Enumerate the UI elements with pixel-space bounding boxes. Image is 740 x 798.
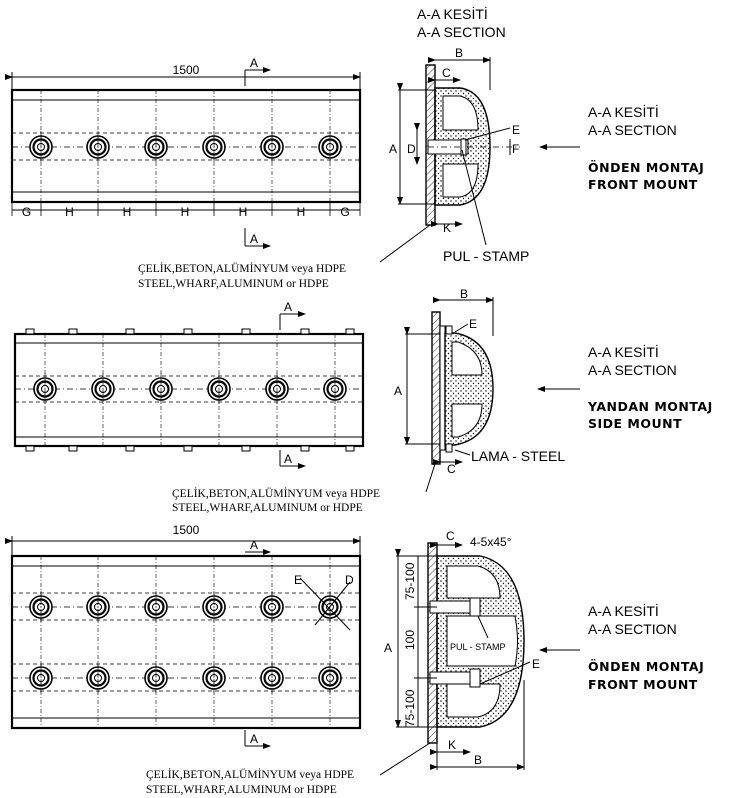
- top-sec-dim-e: E: [512, 123, 520, 137]
- top-mount-en: FRONT MOUNT: [588, 177, 698, 192]
- spacing-dim-label: H: [297, 205, 306, 219]
- top-sec-dim-f: F: [512, 142, 519, 156]
- steel-tab: [345, 445, 355, 452]
- middle-section-mark-upper: A: [284, 300, 292, 314]
- middle-section-view: B E A C LAMA - STEEL ÇELİK,BETON,ALÜMİNY…: [172, 287, 713, 514]
- bottom-plan-view: 1500 A A E D: [5, 523, 362, 749]
- bottom-sec-dim-c: C: [446, 529, 455, 543]
- middle-material-en: STEEL,WHARF,ALUMINUM or HDPE: [172, 502, 363, 514]
- middle-plan-view: A A: [13, 300, 365, 469]
- top-material-tr: ÇELİK,BETON,ALÜMİNYUM veya HDPE: [138, 261, 346, 275]
- spacing-dim-label: G: [22, 205, 31, 219]
- bottom-section-mark-lower: A: [250, 732, 258, 746]
- bottom-section-wall: [427, 542, 438, 744]
- steel-tab: [68, 445, 78, 452]
- top-plan-view: 1500 A A G H H H H H G: [5, 56, 362, 249]
- bottom-material-tr: ÇELİK,BETON,ALÜMİNYUM veya HDPE: [146, 767, 354, 781]
- top-material-en: STEEL,WHARF,ALUMINUM or HDPE: [138, 278, 329, 290]
- middle-sec-dim-b: B: [460, 287, 468, 301]
- top-arrow-title-en: A-A SECTION: [588, 122, 677, 138]
- steel-tab: [68, 328, 78, 335]
- top-arrow-title-tr: A-A KESİTİ: [588, 103, 659, 120]
- steel-tab: [241, 328, 251, 335]
- bottom-arrow-title-en: A-A SECTION: [588, 621, 677, 637]
- bottom-section-mark-upper: A: [250, 538, 258, 552]
- bottom-length-dim: 1500: [173, 523, 200, 537]
- top-stamp-label: PUL - STAMP: [443, 248, 529, 264]
- middle-arrow-title-en: A-A SECTION: [588, 362, 677, 378]
- top-section-mark-lower: A: [250, 232, 258, 246]
- steel-tab: [25, 445, 35, 452]
- spacing-dim-label: H: [123, 205, 132, 219]
- steel-tab: [183, 445, 193, 452]
- bottom-sec-dim-upper: 75-100: [403, 562, 417, 600]
- steel-tab: [345, 328, 355, 335]
- top-section-mark-upper: A: [250, 56, 258, 70]
- steel-tab: [241, 445, 251, 452]
- top-bolt-row: [29, 90, 342, 202]
- middle-section-mark-lower: A: [284, 452, 292, 466]
- middle-section-wall: [431, 311, 441, 465]
- bottom-hole-dim-e: E: [294, 573, 302, 587]
- top-sec-dim-c: C: [442, 66, 451, 80]
- middle-arrow-title-tr: A-A KESİTİ: [588, 343, 659, 360]
- steel-tab: [25, 328, 35, 335]
- middle-sec-dim-c: C: [447, 462, 456, 476]
- bottom-sec-dim-b: B: [474, 753, 482, 767]
- bottom-stamp-label: PUL - STAMP: [450, 642, 506, 652]
- middle-steel-tabs: [25, 328, 355, 452]
- middle-fender-outline: [13, 332, 365, 448]
- bottom-sec-dim-middle: 100: [403, 630, 417, 650]
- spacing-dim-label: G: [340, 205, 349, 219]
- bottom-sec-chamfer: 4-5x45°: [470, 535, 512, 549]
- bottom-fender-outline: [10, 554, 362, 730]
- bottom-sec-dim-k: K: [448, 738, 456, 752]
- top-fender-outline: [10, 88, 362, 204]
- bottom-section-view: C 4-5x45° B K A 75-100 100 75-100 PUL - …: [146, 529, 704, 796]
- middle-material-tr: ÇELİK,BETON,ALÜMİNYUM veya HDPE: [172, 486, 380, 500]
- middle-steel-label: LAMA - STEEL: [471, 448, 565, 464]
- middle-sec-dim-e: E: [469, 317, 477, 331]
- middle-bolt-row: [33, 334, 347, 446]
- bottom-bolt-rows: [29, 556, 342, 728]
- top-sec-dim-b: B: [455, 46, 463, 60]
- bottom-mount-en: FRONT MOUNT: [588, 677, 698, 692]
- spacing-dim-label: H: [239, 205, 248, 219]
- steel-tab: [125, 445, 135, 452]
- spacing-dim-label: H: [65, 205, 74, 219]
- middle-mount-tr: YANDAN MONTAJ: [587, 399, 713, 414]
- bottom-hole-dim-d: D: [345, 573, 354, 587]
- steel-tab: [300, 445, 310, 452]
- steel-tab: [183, 328, 193, 335]
- top-sec-dim-a: A: [389, 142, 397, 156]
- bolt-hole: [86, 591, 110, 623]
- bottom-material-en: STEEL,WHARF,ALUMINUM or HDPE: [146, 784, 337, 796]
- top-section-title-en: A-A SECTION: [417, 24, 506, 40]
- bottom-sec-dim-lower: 75-100: [403, 689, 417, 727]
- spacing-dim-label: H: [181, 205, 190, 219]
- steel-tab: [125, 328, 135, 335]
- bottom-mount-tr: ÖNDEN MONTAJ: [588, 659, 704, 674]
- bottom-sec-dim-a: A: [384, 641, 392, 655]
- middle-sec-dim-a: A: [394, 384, 402, 398]
- top-sec-dim-k: K: [443, 221, 451, 235]
- top-mount-tr: ÖNDEN MONTAJ: [588, 160, 704, 175]
- top-section-view: A-A KESİTİ A-A SECTION B C A D F E K PUL…: [138, 5, 704, 290]
- steel-tab: [300, 328, 310, 335]
- top-sec-dim-d: D: [407, 142, 416, 156]
- middle-mount-en: SIDE MOUNT: [588, 416, 682, 431]
- bottom-sec-dim-e: E: [532, 657, 540, 671]
- top-length-dim: 1500: [173, 63, 200, 77]
- top-section-title-tr: A-A KESİTİ: [417, 5, 488, 22]
- bottom-arrow-title-tr: A-A KESİTİ: [588, 602, 659, 619]
